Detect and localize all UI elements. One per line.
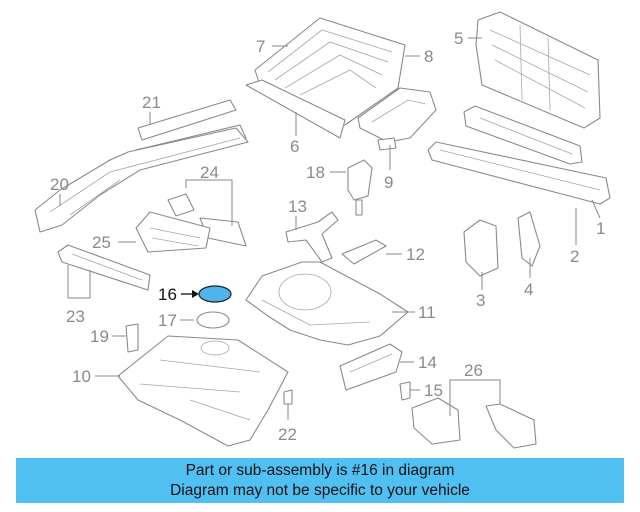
callout-20: 20: [50, 175, 69, 194]
part-bracket-3: [463, 219, 499, 277]
part-lower-member: [57, 244, 151, 291]
callout-25: 25: [92, 233, 111, 252]
part-bracket-9: [357, 87, 437, 151]
callout-19: 19: [90, 327, 109, 346]
banner-line-part: Part or sub-assembly is #16 in diagram: [185, 462, 455, 479]
parts-diagram: 1 2 3 4 5 6 7 8 9 10 11 12 13 14 15 16 1…: [34, 11, 611, 449]
callout-6: 6: [290, 137, 299, 156]
callout-8: 8: [424, 47, 433, 66]
part-floor-pan: [117, 335, 289, 447]
part-spare-tire-well: [245, 261, 409, 346]
callout-11: 11: [418, 303, 436, 322]
callout-10: 10: [72, 367, 91, 386]
callout-7: 7: [256, 37, 265, 56]
part-bracket-4: [517, 211, 541, 267]
callout-numbers: 1 2 3 4 5 6 7 8 9 10 11 12 13 14 15 16 1…: [50, 29, 605, 444]
callout-13: 13: [288, 197, 307, 216]
callout-18: 18: [306, 163, 325, 182]
part-jack-mount: [347, 159, 373, 216]
callout-1: 1: [596, 219, 605, 238]
callout-3: 3: [476, 291, 485, 310]
part-bracket-13: [285, 211, 339, 263]
banner-line-disclaimer: Diagram may not be specific to your vehi…: [170, 482, 470, 499]
callout-9: 9: [384, 173, 393, 192]
callout-23: 23: [66, 307, 85, 326]
part-clip-15: [399, 381, 411, 401]
part-22: [283, 389, 293, 405]
callout-16: 16: [158, 285, 177, 304]
part-crossmember-25: [135, 211, 211, 253]
callout-17: 17: [158, 311, 177, 330]
part-reinforcement-14: [339, 343, 403, 391]
part-rear-crossmember: [427, 105, 611, 205]
callout-26: 26: [464, 361, 483, 380]
callout-15: 15: [424, 381, 443, 400]
callout-2: 2: [570, 247, 579, 266]
callout-21: 21: [142, 93, 161, 112]
part-19: [125, 323, 139, 353]
callout-22: 22: [278, 425, 297, 444]
callout-4: 4: [524, 280, 533, 299]
part-26-brackets: [411, 397, 537, 449]
part-rear-panel: [475, 11, 601, 129]
callout-24: 24: [200, 163, 219, 182]
callout-5: 5: [454, 29, 463, 48]
callout-14: 14: [418, 353, 437, 372]
part-rear-shelf-panel: [245, 17, 406, 139]
info-banner: Part or sub-assembly is #16 in diagram D…: [16, 458, 624, 503]
callout-12: 12: [406, 245, 425, 264]
part-17-ring: [196, 311, 230, 329]
part-side-member: [34, 127, 249, 233]
part-plate-12: [341, 239, 387, 265]
part-16-highlight: [198, 285, 232, 303]
leader-lines: [59, 37, 601, 420]
